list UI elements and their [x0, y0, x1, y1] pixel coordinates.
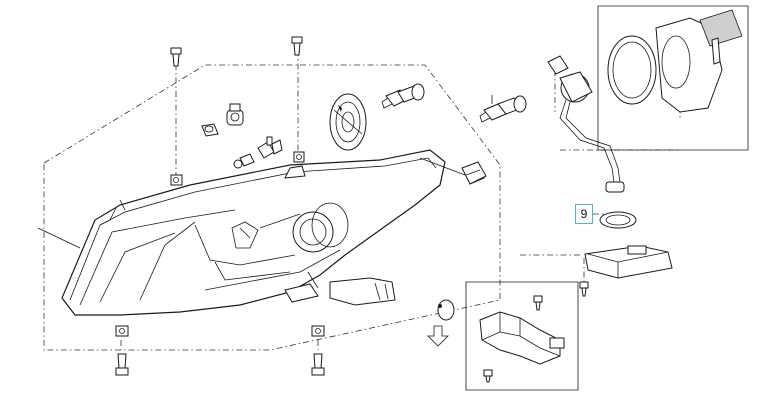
hid-ballast [584, 245, 673, 279]
ballast-screw [579, 281, 589, 297]
bulb-small [257, 139, 283, 159]
halogen-bulb-upper [381, 83, 425, 109]
halogen-bulb-lower [479, 95, 527, 123]
inset-box-bracket [465, 281, 579, 391]
down-arrow-icon [427, 325, 449, 347]
nut-clip-left [170, 174, 183, 186]
headlight-housing [61, 149, 485, 316]
bulb-wedge [233, 153, 255, 169]
inset-box-cover [597, 5, 749, 151]
main-assembly-boundary [43, 64, 501, 351]
small-screw [266, 136, 273, 146]
bottom-nut-right [311, 325, 325, 337]
callout-9: 9 [575, 204, 593, 224]
side-connector [461, 161, 487, 185]
nut-clip-center [293, 151, 305, 163]
seal-ring [599, 211, 637, 229]
aim-adjuster [437, 299, 455, 321]
bottom-bolt-left [115, 353, 129, 376]
bottom-bolt-right [311, 353, 325, 376]
dust-cover [329, 93, 367, 151]
top-bolt-right [291, 36, 303, 56]
socket-part [226, 103, 244, 126]
top-bolt-left [170, 47, 182, 67]
small-clip [201, 123, 219, 137]
bottom-nut-left [115, 325, 129, 337]
